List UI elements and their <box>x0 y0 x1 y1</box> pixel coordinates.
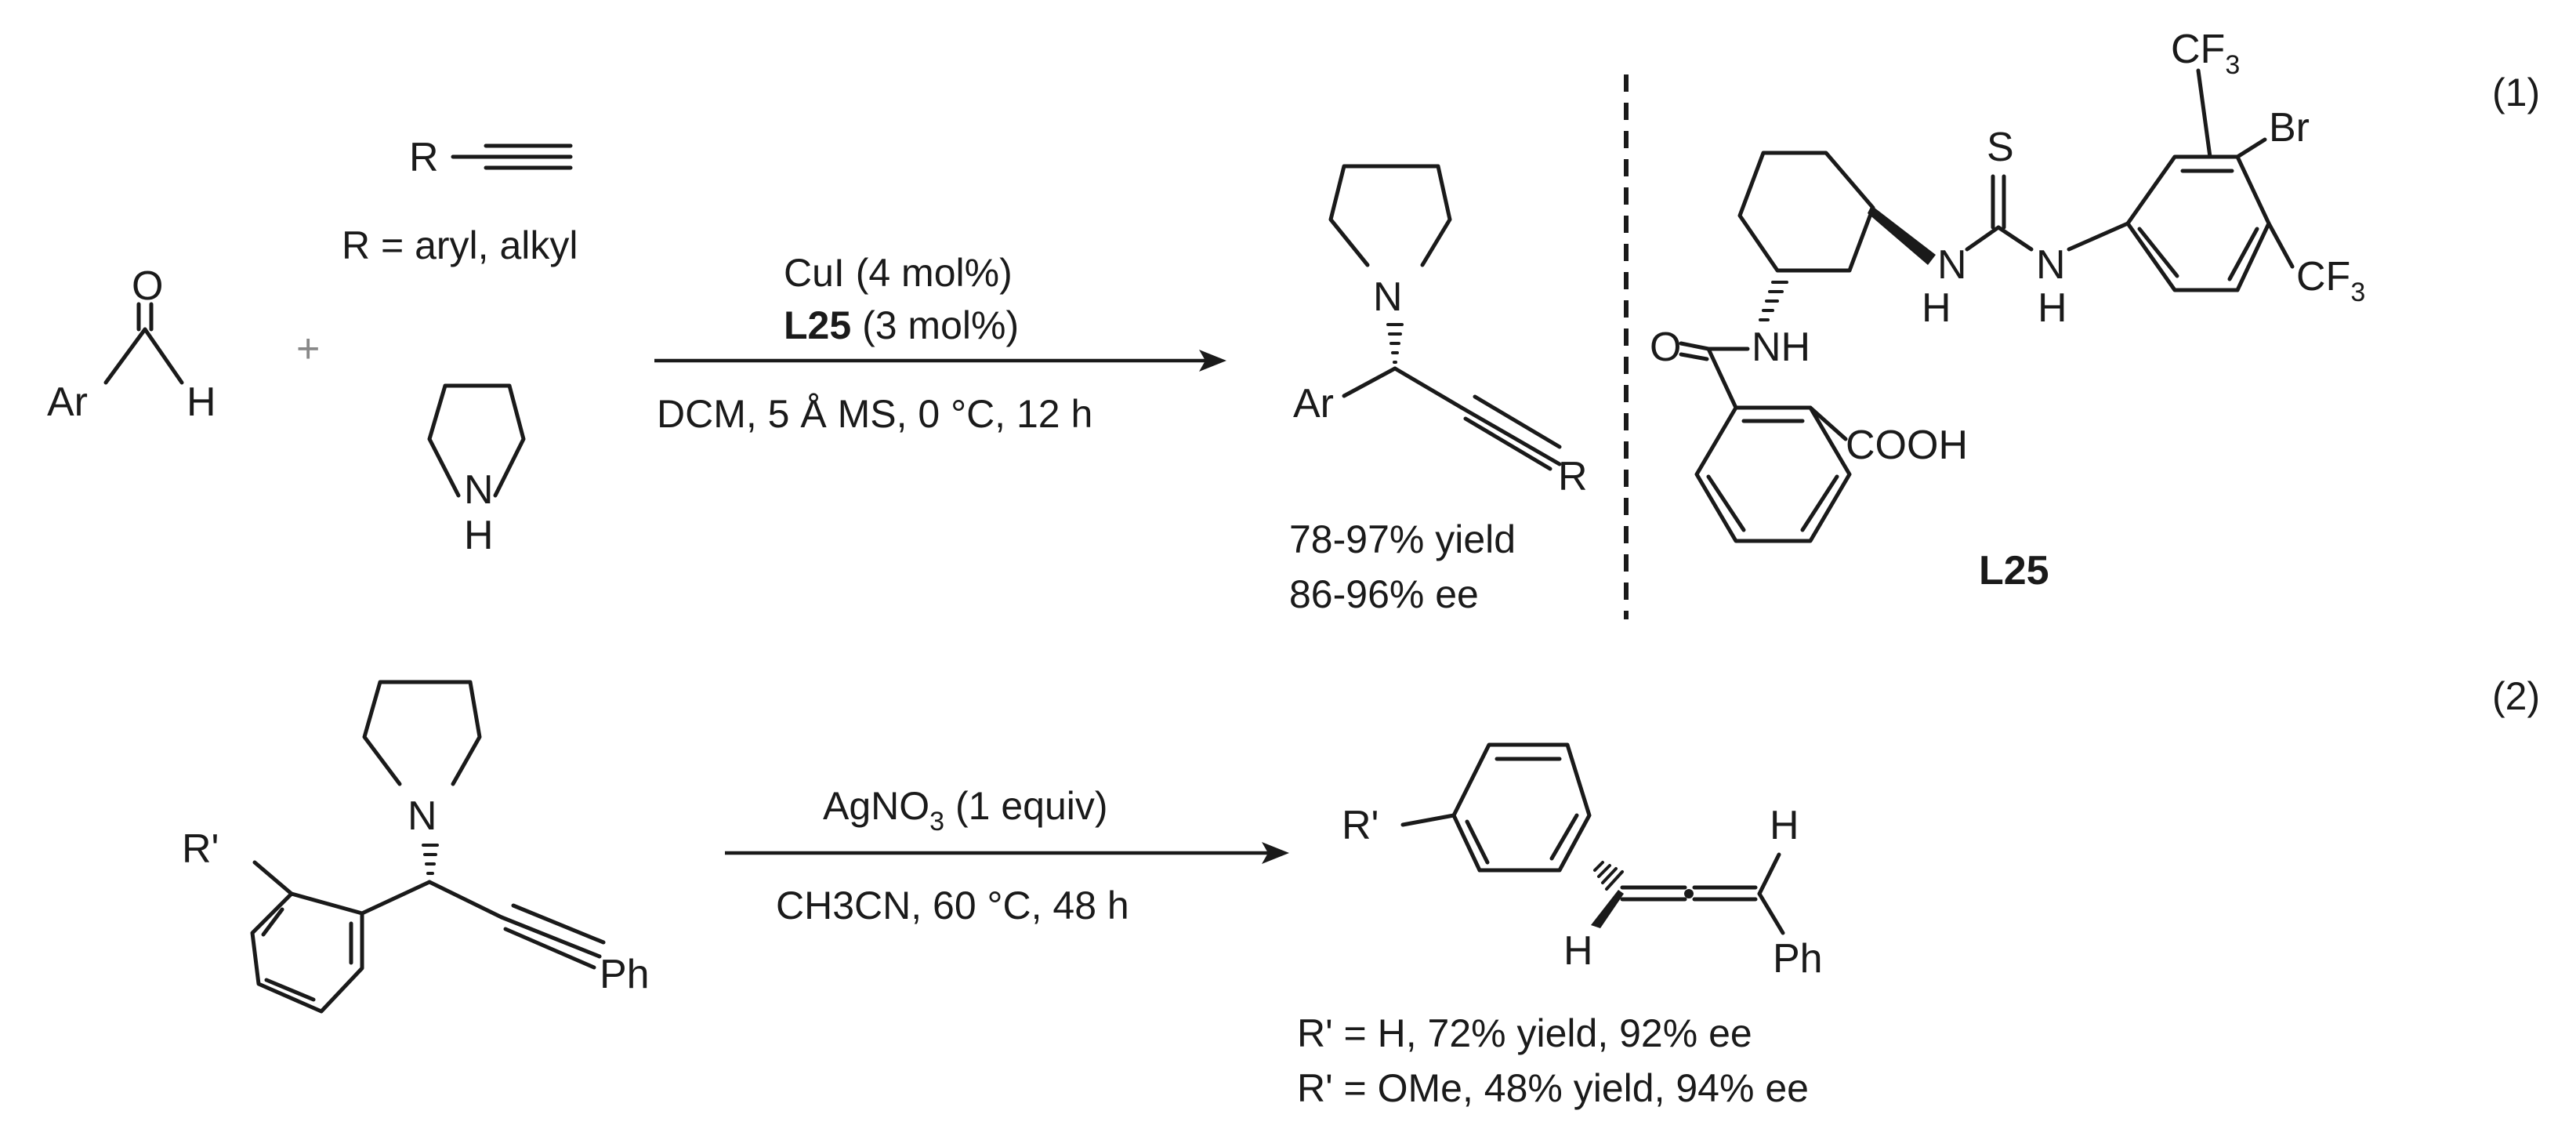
allene-rprime-label: R' <box>1342 803 1379 848</box>
ligand-name-label: L25 <box>1979 548 2049 593</box>
allene-h-right-label: H <box>1770 803 1799 848</box>
product-n-label: N <box>1373 274 1403 320</box>
product-yield-range: 78-97% yield <box>1289 517 1516 561</box>
condition-ligand-name: L25 <box>784 303 851 347</box>
pyrrolidine-n-label: N <box>464 467 494 513</box>
bromo-label: Br <box>2269 105 2310 151</box>
substrate-hashed-bond <box>422 844 439 875</box>
ligand-hashed-bond <box>1759 281 1788 321</box>
thiourea-s-label: S <box>1987 125 2014 170</box>
alkyne-structure: R R = aryl, alkyl <box>342 135 578 267</box>
aldehyde-h-label: H <box>187 379 216 425</box>
reaction-arrow-1 <box>654 350 1226 372</box>
condition-solvent-temp-2: CH3CN, 60 °C, 48 h <box>776 884 1129 927</box>
allene-ph-label: Ph <box>1773 936 1823 982</box>
condition-solvent-temp: DCM, 5 Å MS, 0 °C, 12 h <box>657 392 1092 436</box>
amide-o-label: O <box>1650 325 1681 370</box>
carboxylic-acid-label: COOH <box>1846 423 1968 468</box>
substrate-rprime-label: R' <box>182 826 219 872</box>
aldehyde-structure: Ar O H <box>47 263 216 425</box>
thiourea-n2-label: N <box>2036 242 2066 288</box>
condition-silver-reagent: AgNO3 (1 equiv) <box>823 784 1108 837</box>
cf3-right-label: CF3 <box>2296 254 2365 307</box>
allene-product: R' H H Ph R' = H, 72% yield, 92% ee R' =… <box>1297 742 1823 1110</box>
aldehyde-o-label: O <box>132 263 163 309</box>
thiourea-h1-label: H <box>1922 285 1951 331</box>
equation-number-2: (2) <box>2492 674 2540 718</box>
alkyne-r-definition: R = aryl, alkyl <box>342 223 578 267</box>
hashed-stereo-bond <box>1386 323 1404 364</box>
substrate-n-label: N <box>408 793 437 839</box>
allene-hashed-bond <box>1593 861 1624 891</box>
cf3-top-label: CF3 <box>2171 27 2240 80</box>
allene-result-h: R' = H, 72% yield, 92% ee <box>1297 1011 1752 1055</box>
product-ee-range: 86-96% ee <box>1289 572 1479 616</box>
product-r-label: R <box>1558 454 1588 499</box>
alkyne-r-label: R <box>409 135 439 180</box>
condition-ligand: L25 (3 mol%) <box>784 303 1019 347</box>
allene-h-left-label: H <box>1563 928 1593 974</box>
ligand-l25-structure: N H S N H CF3 Br CF3 NH <box>1650 27 2365 593</box>
product-ar-label: Ar <box>1293 381 1334 426</box>
thiourea-n1-label: N <box>1937 242 1967 288</box>
thiourea-h2-label: H <box>2038 285 2067 331</box>
allene-result-ome: R' = OMe, 48% yield, 94% ee <box>1297 1066 1809 1110</box>
condition-catalyst: CuI (4 mol%) <box>784 251 1013 295</box>
pyrrolidine-reagent: N H <box>427 383 526 558</box>
propargylamine-product: N Ar R 78-97% yield 86-96% ee <box>1289 164 1588 616</box>
equation-number-1: (1) <box>2492 71 2540 114</box>
substrate-structure-2: N R' Ph <box>182 680 650 1014</box>
pyrrolidine-h-label: H <box>464 513 494 558</box>
substrate-ph-label: Ph <box>600 952 650 997</box>
condition-ligand-loading: (3 mol%) <box>851 303 1019 347</box>
reaction-arrow-2 <box>725 842 1289 864</box>
aldehyde-ar-label: Ar <box>47 379 88 425</box>
plus-sign: + <box>296 326 320 372</box>
amide-nh-label: NH <box>1752 325 1810 370</box>
